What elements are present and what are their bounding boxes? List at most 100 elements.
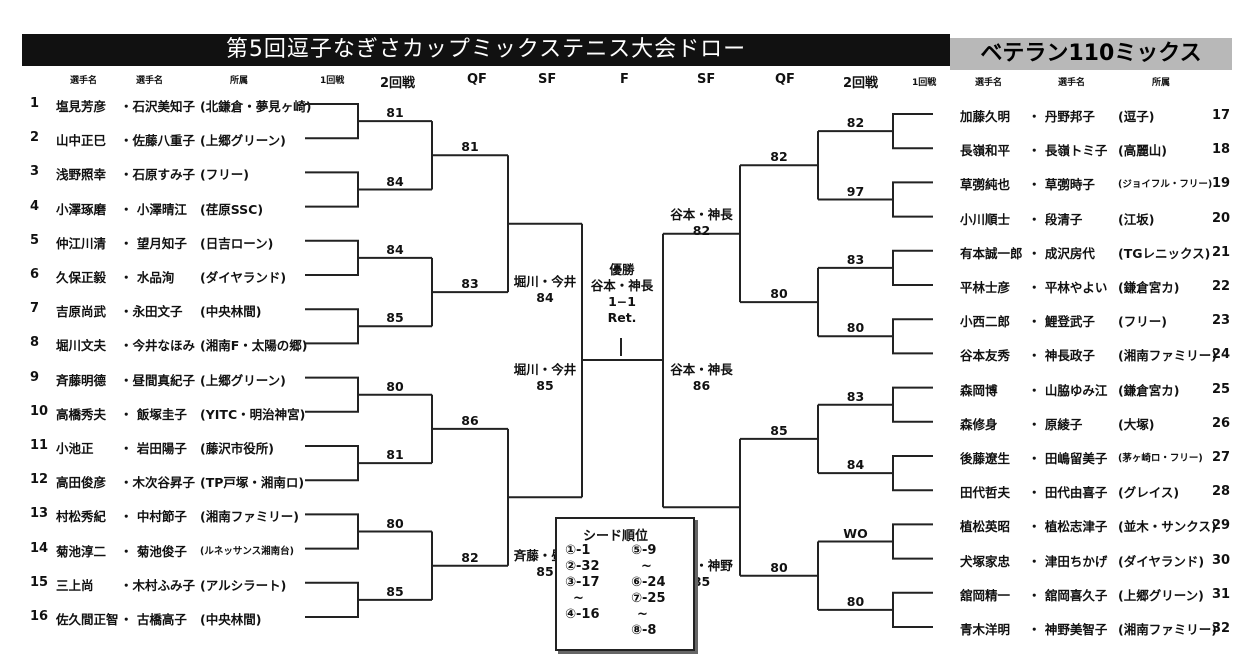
r2-score: 82: [846, 115, 865, 131]
entry-number: 23: [1212, 313, 1231, 329]
col-r2-right: 2回戦: [843, 76, 879, 91]
r2-score: WO: [843, 525, 868, 541]
final-score: 86: [692, 378, 711, 393]
entry-number: 32: [1212, 621, 1231, 636]
entry-number: 12: [30, 472, 49, 488]
entry-number: 15: [30, 574, 49, 590]
club-name: (並木・サンクス): [1118, 519, 1217, 535]
club-name: (YITC・明治神宮): [200, 406, 306, 422]
partner-name: ・永田文子: [120, 304, 183, 320]
partner-name: ・佐藤八重子: [120, 133, 196, 149]
qf-score: 81: [461, 139, 479, 155]
club-name: (大塚): [1118, 416, 1155, 432]
r2-score: 80: [846, 593, 865, 609]
sf-score: 82: [692, 223, 711, 239]
player-name: 村松秀紀: [56, 509, 107, 525]
partner-name: ・ 田嶋留美子: [1028, 451, 1108, 466]
r2-score: 83: [846, 251, 865, 267]
entry-number: 3: [30, 164, 40, 180]
sf-score: 85: [692, 573, 711, 589]
r2-score: 84: [386, 241, 404, 257]
col-final: F: [620, 72, 629, 87]
player-name: 高橋秀夫: [56, 406, 107, 422]
col-qf-right: QF: [775, 72, 795, 87]
club-name: (鎌倉宮カ): [1118, 280, 1180, 295]
entry-number: 31: [1212, 586, 1231, 602]
col-player1-right: 選手名: [975, 78, 1003, 88]
seed-entry: ~: [573, 591, 584, 606]
col-player1-left: 選手名: [70, 76, 98, 86]
club-name: (上郷グリーン): [1118, 587, 1204, 603]
partner-name: ・木次谷昇子: [120, 475, 196, 491]
player-name: 斉藤明德: [56, 372, 107, 388]
entry-number: 28: [1212, 484, 1231, 500]
seed-order-title: シード順位: [583, 529, 649, 544]
player-name: 森修身: [960, 416, 998, 432]
seed-entry: ①-1: [565, 543, 591, 558]
club-name: (中央林間): [200, 304, 262, 320]
seed-entry: ⑧-8: [631, 623, 657, 638]
player-name: 小池正: [56, 441, 94, 456]
player-name: 植松英昭: [960, 519, 1011, 535]
club-name: (鎌倉宮カ): [1118, 382, 1180, 398]
player-name: 平林士彦: [960, 280, 1011, 295]
partner-name: ・ 原綾子: [1028, 416, 1083, 432]
club-name: (江坂): [1118, 211, 1155, 227]
club-name: (アルシラート): [200, 577, 287, 593]
r1-match-line: [892, 113, 933, 150]
r1-match-line: [892, 386, 933, 423]
sf-score: 85: [536, 563, 554, 579]
col-qf-left: QF: [467, 72, 487, 87]
r1-match-line: [892, 455, 933, 492]
partner-name: ・ 望月知子: [120, 235, 187, 251]
seed-entry: ⑥-24: [631, 575, 666, 590]
col-r1-right: 1回戦: [912, 78, 937, 88]
r2-score: 81: [386, 105, 404, 121]
partner-name: ・ 平林やよい: [1028, 280, 1108, 295]
r2-score: 80: [846, 320, 865, 336]
partner-name: ・ 神長政子: [1028, 348, 1095, 364]
club-name: (フリー): [200, 167, 249, 183]
partner-name: ・ 長嶺トミ子: [1028, 143, 1108, 159]
partner-name: ・ 山脇ゆみ江: [1028, 382, 1108, 398]
player-name: 仲江川清: [56, 235, 107, 251]
seed-entry: ④-16: [565, 607, 600, 622]
entry-number: 25: [1212, 381, 1231, 397]
player-name: 谷本友秀: [960, 348, 1011, 364]
player-name: 小西二郎: [960, 314, 1011, 330]
club-name: (湘南ファミリー): [200, 509, 299, 525]
r2-score: 84: [846, 457, 865, 473]
entry-number: 18: [1212, 142, 1231, 158]
club-name: (上郷グリーン): [200, 372, 286, 388]
r2-score: 85: [386, 310, 404, 326]
entry-number: 16: [30, 609, 49, 624]
sf-score: 84: [536, 290, 554, 306]
col-club-left: 所属: [230, 76, 249, 86]
champion-score: 1−1: [608, 294, 636, 309]
club-name: (茅ヶ崎ロ・フリー): [1118, 453, 1203, 464]
qf-score: 82: [461, 549, 479, 565]
entry-number: 10: [30, 403, 49, 419]
veteran-category-title: ベテラン110ミックス: [950, 38, 1232, 70]
club-name: (グレイス): [1118, 485, 1180, 501]
player-name: 舘岡精一: [960, 587, 1011, 603]
col-club-right: 所属: [1152, 78, 1171, 88]
entry-number: 30: [1212, 552, 1231, 568]
final-team-name: 谷本・神長: [670, 362, 733, 377]
entry-number: 27: [1212, 450, 1231, 465]
r2-score: 80: [386, 378, 404, 394]
entry-number: 14: [30, 540, 49, 556]
entry-number: 11: [30, 438, 49, 453]
club-name: (中央林間): [200, 612, 262, 627]
entry-number: 21: [1212, 244, 1231, 260]
player-name: 吉原尚武: [56, 304, 107, 320]
r1-match-line: [305, 581, 359, 618]
club-name: (TGレニックス): [1118, 245, 1211, 261]
player-name: 加藤久明: [960, 109, 1011, 124]
entry-number: 24: [1212, 347, 1231, 363]
player-name: 菊池淳二: [56, 543, 107, 559]
r2-score: 84: [386, 173, 404, 189]
player-name: 三上尚: [56, 577, 94, 593]
entry-number: 13: [30, 506, 49, 522]
player-name: 久保正毅: [56, 270, 107, 285]
